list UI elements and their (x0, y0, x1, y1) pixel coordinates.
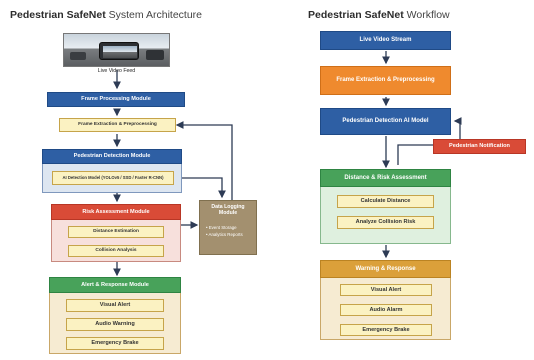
collision-analysis-box: Collision Analysis (68, 245, 164, 257)
pedestrian-notification-step: Pedestrian Notification (433, 139, 526, 154)
analyze-collision-risk-box: Analyze Collision Risk (337, 216, 434, 229)
left-title-rest: System Architecture (105, 9, 203, 21)
ai-detection-model-box: AI Detection Model (YOLOv5 / SSD / Faste… (52, 171, 174, 185)
risk-assessment-module: Risk Assessment Module (51, 204, 181, 220)
data-logging-title: Data Logging Module (211, 204, 245, 216)
calculate-distance-box: Calculate Distance (337, 195, 434, 208)
dashcam-icon (99, 42, 139, 60)
audio-warning-box: Audio Warning (66, 318, 164, 331)
event-storage-item: • Event Storage (206, 224, 237, 230)
visual-alert-box: Visual Alert (66, 299, 164, 312)
distance-estimation-box: Distance Estimation (68, 226, 164, 238)
distance-risk-assessment-step: Distance & Risk Assessment (320, 169, 451, 187)
analytics-reports-item: • Analytics Reports (206, 231, 243, 237)
right-title-rest: Workflow (403, 9, 450, 21)
warning-response-step: Warning & Response (320, 260, 451, 278)
right-title-bold: Pedestrian SafeNet (308, 9, 404, 21)
pedestrian-detection-module: Pedestrian Detection Module (42, 149, 182, 164)
frame-processing-module: Frame Processing Module (47, 92, 185, 107)
live-video-feed-image (63, 33, 170, 67)
emergency-brake-box: Emergency Brake (340, 324, 432, 336)
data-logging-module: Data Logging Module • Event Storage • An… (199, 200, 257, 255)
right-title: Pedestrian SafeNet Workflow (308, 9, 450, 21)
left-title-bold: Pedestrian SafeNet (10, 9, 106, 21)
data-logging-list: • Event Storage • Analytics Reports (200, 219, 256, 238)
live-video-stream-step: Live Video Stream (320, 31, 451, 50)
audio-alarm-box: Audio Alarm (340, 304, 432, 316)
frame-extraction-box: Frame Extraction & Preprocessing (59, 118, 176, 132)
alert-response-module: Alert & Response Module (49, 277, 181, 293)
car-icon (146, 50, 164, 60)
visual-alert-box: Visual Alert (340, 284, 432, 296)
frame-extraction-step: Frame Extraction & Preprocessing (320, 66, 451, 95)
camera-caption: Live Video Feed (97, 68, 136, 74)
emergency-brake-box: Emergency Brake (66, 337, 164, 350)
left-title: Pedestrian SafeNet System Architecture (10, 9, 202, 21)
car-icon (70, 52, 86, 60)
pedestrian-detection-step: Pedestrian Detection AI Model (320, 108, 451, 135)
